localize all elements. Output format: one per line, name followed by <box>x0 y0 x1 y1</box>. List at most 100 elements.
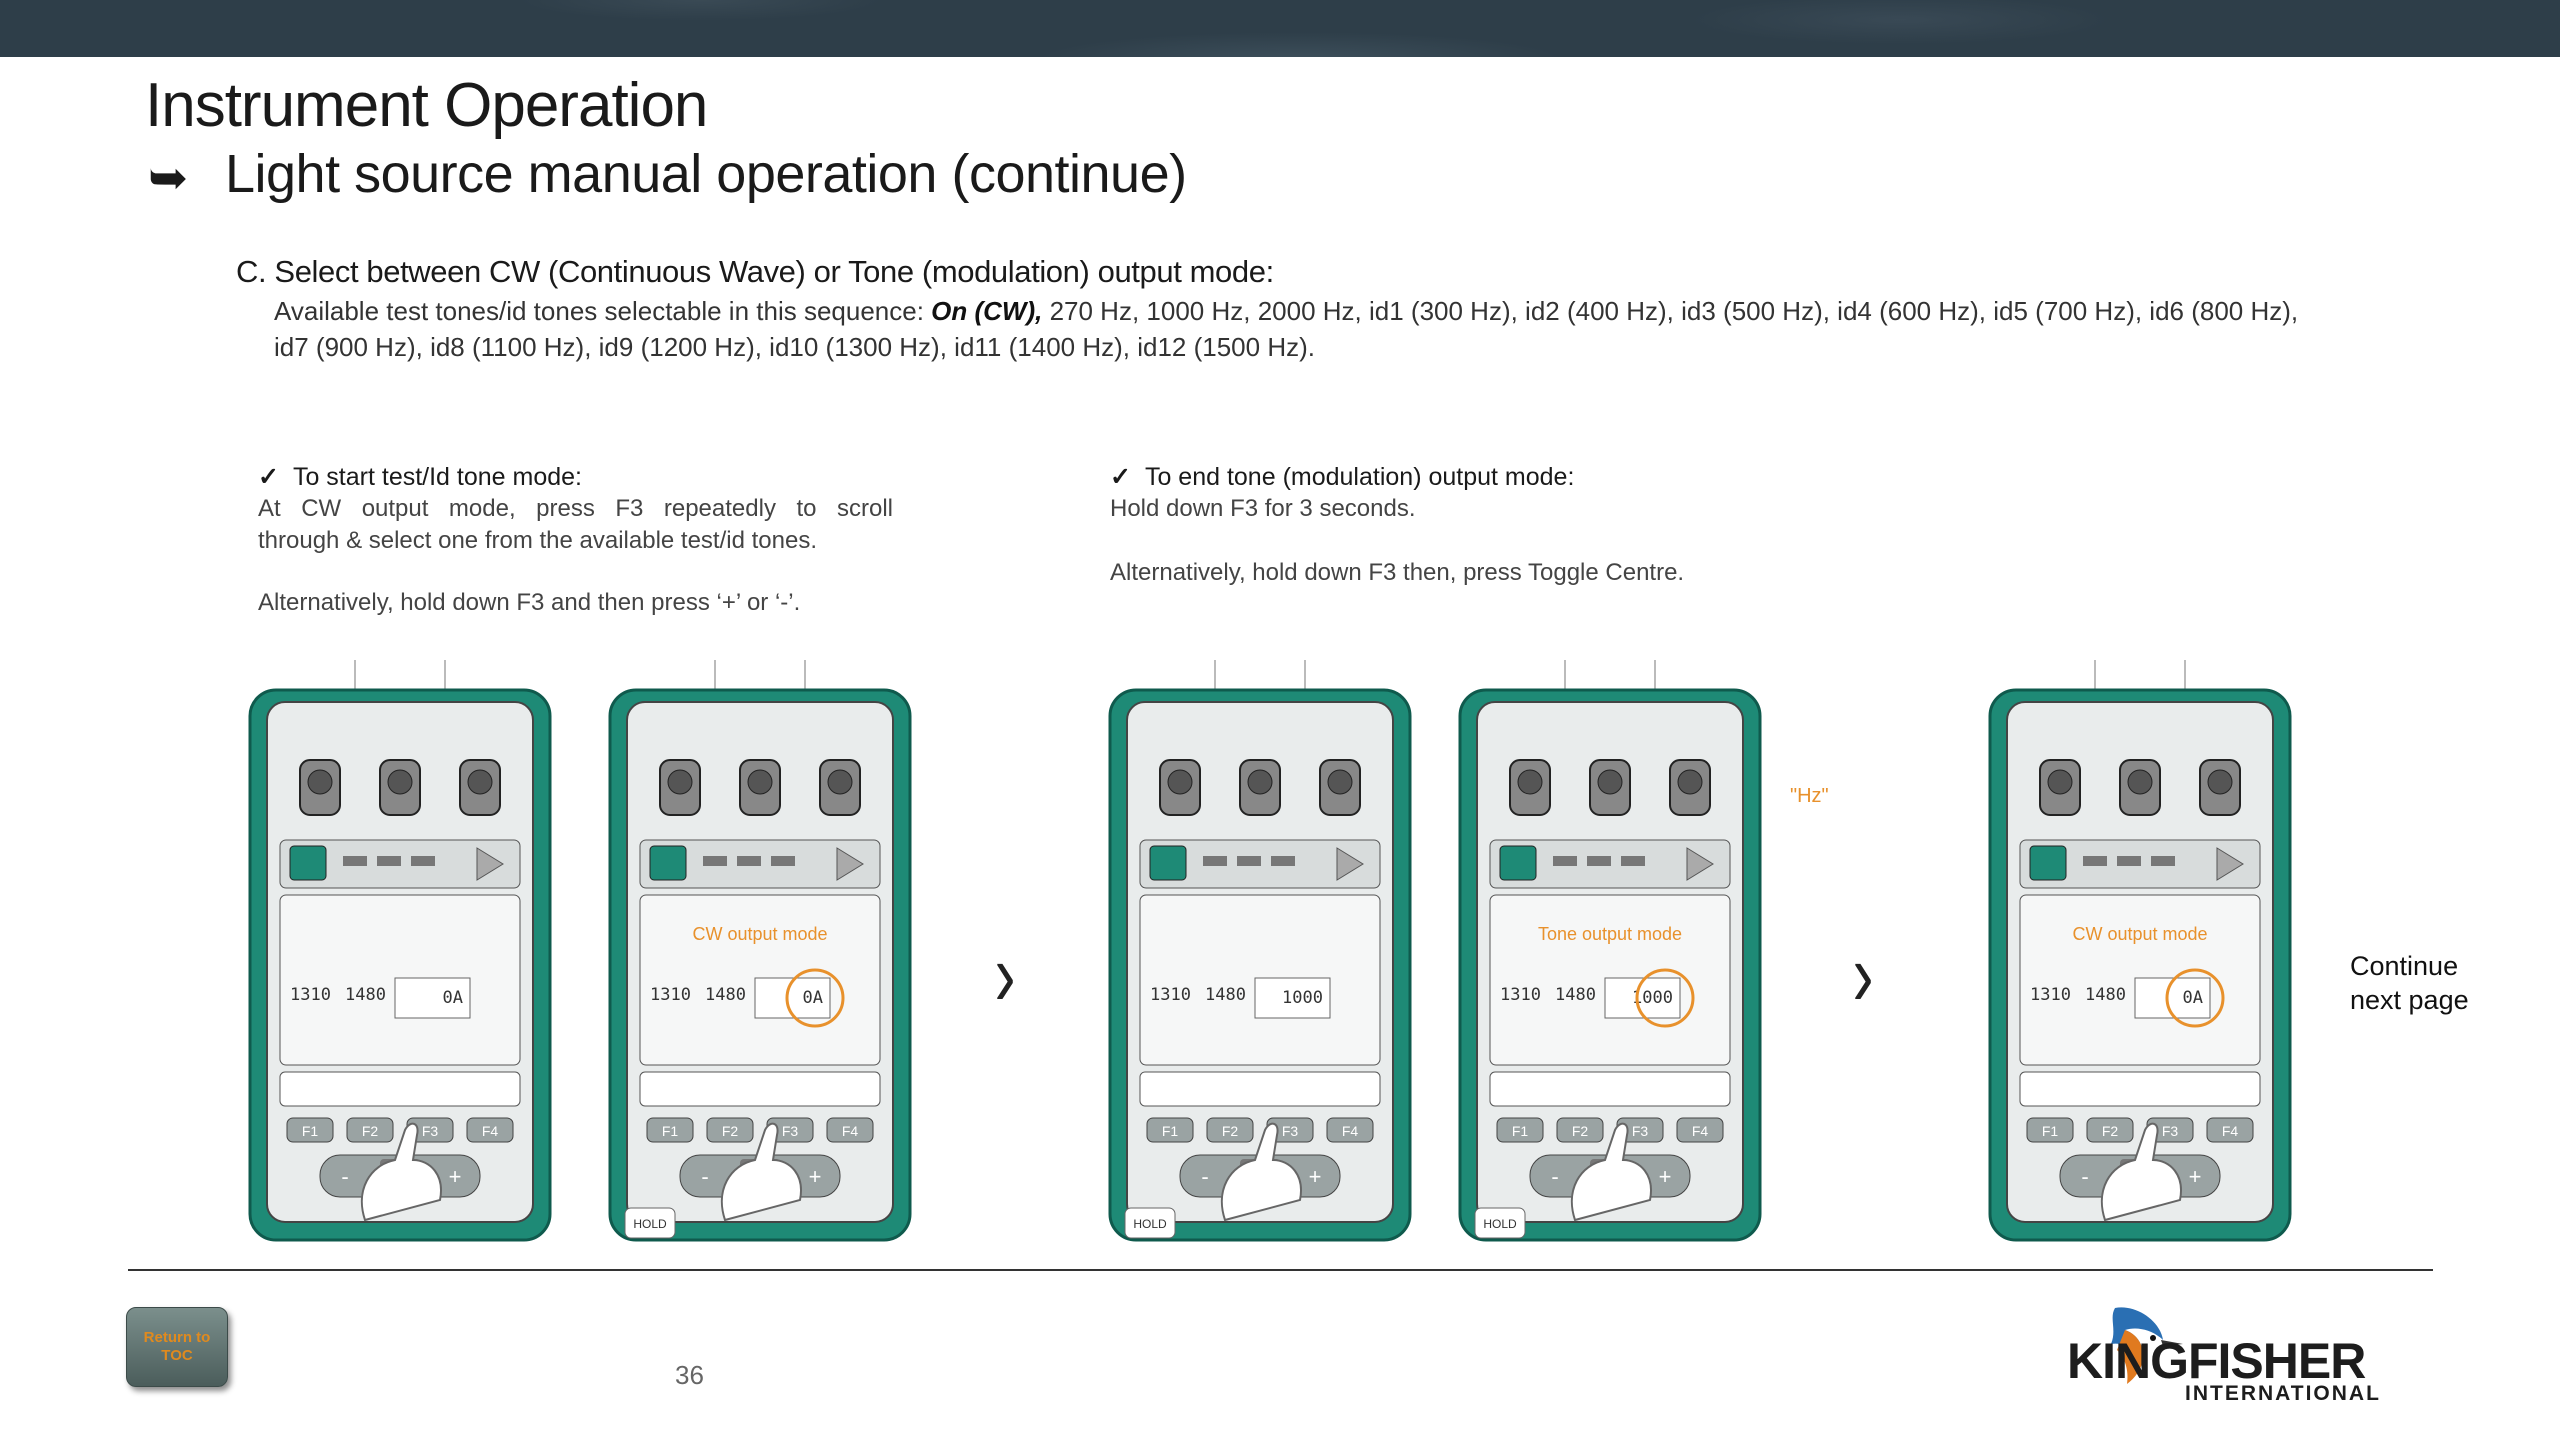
power-button <box>1499 845 1537 881</box>
footer-divider <box>128 1269 2433 1271</box>
key-label-f2: F2 <box>2102 1123 2119 1139</box>
hold-tag <box>1474 1207 1526 1239</box>
port-cap-3 <box>1327 769 1353 795</box>
logo-brand: KINGFISHER <box>2067 1333 2366 1389</box>
key-f2 <box>346 1117 394 1143</box>
highlight-circle <box>785 968 845 1028</box>
info-bar <box>639 1071 881 1107</box>
lcd-readout: 0A <box>2183 988 2203 1008</box>
tones-intro: Available test tones/id tones selectable… <box>274 296 932 326</box>
minus-icon: - <box>2081 1164 2088 1189</box>
section-c-heading: C. Select between CW (Continuous Wave) o… <box>236 254 1274 289</box>
key-f2 <box>2086 1117 2134 1143</box>
key-f1 <box>2026 1117 2074 1143</box>
key-1 <box>1553 856 1577 866</box>
end-tone-instructions: ✓To end tone (modulation) output mode: H… <box>1110 461 1910 589</box>
plus-icon: + <box>449 1164 462 1189</box>
lcd-readout: 1000 <box>1282 988 1323 1008</box>
plus-icon: + <box>809 1164 822 1189</box>
key-f1 <box>1146 1117 1194 1143</box>
top-banner <box>0 0 2560 57</box>
minus-icon: - <box>701 1164 708 1189</box>
port-cap-1 <box>307 769 333 795</box>
play-icon <box>2216 847 2244 881</box>
hold-tag-label: HOLD <box>1133 1217 1167 1231</box>
subtitle-arrow-icon: ➥ <box>148 152 189 205</box>
lcd-mode-label: CW output mode <box>2072 924 2207 944</box>
end-tone-heading-text: To end tone (modulation) output mode: <box>1144 463 1575 491</box>
key-label-f4: F4 <box>842 1123 859 1139</box>
lcd-mode-label: CW output mode <box>692 924 827 944</box>
key-label-f2: F2 <box>722 1123 739 1139</box>
minus-icon: - <box>1551 1164 1558 1189</box>
port-cap-3 <box>1677 769 1703 795</box>
key-label-f3: F3 <box>2162 1123 2179 1139</box>
plus-icon: + <box>1309 1164 1322 1189</box>
hz-callout: "Hz" <box>1790 785 1829 807</box>
hold-tag-label: HOLD <box>1483 1217 1517 1231</box>
check-icon: ✓ <box>1110 463 1131 491</box>
start-tone-alternative: Alternatively, hold down F3 and then pre… <box>258 589 801 616</box>
tones-line2: id7 (900 Hz), id8 (1100 Hz), id9 (1200 H… <box>274 332 1315 362</box>
plus-icon: + <box>1659 1164 1672 1189</box>
power-button <box>2029 845 2067 881</box>
key-f4 <box>826 1117 874 1143</box>
continue-next-page: Continue next page <box>2350 949 2469 1017</box>
key-f4 <box>1326 1117 1374 1143</box>
start-tone-line2: through & select one from the available … <box>258 527 817 554</box>
key-label-f3: F3 <box>422 1123 439 1139</box>
hand-pointer-icon <box>360 1122 442 1222</box>
key-f2 <box>1206 1117 1254 1143</box>
tones-description: Available test tones/id tones selectable… <box>274 293 2404 365</box>
key-label-f2: F2 <box>362 1123 379 1139</box>
key-label-f1: F1 <box>2042 1123 2059 1139</box>
port-cap-1 <box>2047 769 2073 795</box>
key-2 <box>737 856 761 866</box>
info-bar <box>2019 1071 2261 1107</box>
lcd-readout-box <box>1254 977 1331 1019</box>
key-3 <box>1621 856 1645 866</box>
play-icon <box>1336 847 1364 881</box>
info-bar <box>279 1071 521 1107</box>
lcd-mode-label: Tone output mode <box>1538 924 1682 944</box>
key-label-f1: F1 <box>662 1123 679 1139</box>
key-2 <box>2117 856 2141 866</box>
lcd-mid-value: 1480 <box>1555 985 1596 1005</box>
start-tone-instructions: ✓To start test/Id tone mode: At CW outpu… <box>258 461 893 619</box>
port-cap-2 <box>1597 769 1623 795</box>
start-tone-line1: At CW output mode, press F3 repeatedly t… <box>258 495 893 522</box>
return-to-toc-button[interactable]: Return to TOC <box>126 1307 228 1387</box>
lcd-readout-box <box>2134 977 2211 1019</box>
hold-tag-label: HOLD <box>633 1217 667 1231</box>
lcd-left-value: 1310 <box>2030 985 2071 1005</box>
lcd-readout-box <box>754 977 831 1019</box>
minus-icon: - <box>1201 1164 1208 1189</box>
start-tone-heading: ✓To start test/Id tone mode: <box>258 461 893 493</box>
key-label-f3: F3 <box>1632 1123 1649 1139</box>
hold-tag <box>624 1207 676 1239</box>
highlight-circle <box>2165 968 2225 1028</box>
hold-tag <box>1124 1207 1176 1239</box>
lcd-mid-value: 1480 <box>345 985 386 1005</box>
page-number: 36 <box>675 1360 704 1390</box>
plus-icon: + <box>2189 1164 2202 1189</box>
return-to-toc-label: Return to TOC <box>143 1329 211 1364</box>
kingfisher-bird-icon <box>2111 1307 2183 1384</box>
play-icon <box>836 847 864 881</box>
key-label-f2: F2 <box>1222 1123 1239 1139</box>
port-cap-2 <box>387 769 413 795</box>
port-cap-3 <box>2207 769 2233 795</box>
port-cap-2 <box>1247 769 1273 795</box>
continue-line2: next page <box>2350 985 2469 1015</box>
kingfisher-logo: KINGFISHER INTERNATIONAL <box>2067 1307 2379 1405</box>
key-2 <box>377 856 401 866</box>
port-cap-2 <box>747 769 773 795</box>
key-label-f4: F4 <box>482 1123 499 1139</box>
continue-line1: Continue <box>2350 951 2459 981</box>
tones-line1: 270 Hz, 1000 Hz, 2000 Hz, id1 (300 Hz), … <box>1042 296 2299 326</box>
